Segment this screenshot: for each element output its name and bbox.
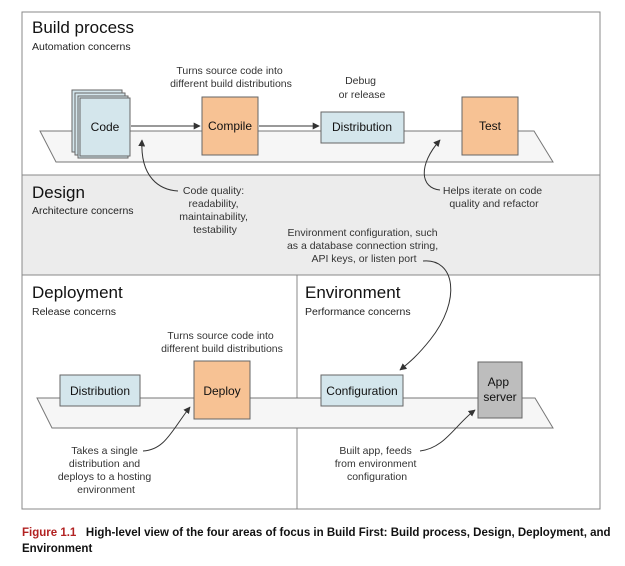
environment-subtitle: Performance concerns <box>305 306 411 318</box>
single-dist-note: Takes a single distribution and deploys … <box>58 445 154 496</box>
deployment-title: Deployment <box>32 283 123 302</box>
code-label: Code <box>91 120 120 134</box>
built-app-note: Built app, feeds from environment config… <box>335 445 420 483</box>
test-note: Helps iterate on code quality and refact… <box>443 185 545 210</box>
compile-note: Turns source code into different build d… <box>170 65 292 90</box>
caption-label: Figure 1.1 <box>22 527 77 539</box>
distribution-build-label: Distribution <box>332 120 392 134</box>
distribution-deploy-label: Distribution <box>70 384 130 398</box>
test-box <box>461 96 519 156</box>
distribution-build-box <box>320 111 405 144</box>
arrow-env-config <box>399 260 452 371</box>
arrow-single-dist <box>142 406 191 452</box>
app-server-label: App server <box>483 375 516 404</box>
build-title: Build process <box>32 18 134 37</box>
caption-text: High-level view of the four areas of foc… <box>22 527 611 555</box>
deployment-subtitle: Release concerns <box>32 306 116 318</box>
compile-label: Compile <box>208 119 252 133</box>
distribution-deploy-box <box>59 374 141 407</box>
deploy-label: Deploy <box>203 384 240 398</box>
test-label: Test <box>479 119 502 133</box>
deploy-note: Turns source code into different build d… <box>161 330 283 355</box>
design-subtitle: Architecture concerns <box>32 205 134 217</box>
configuration-box <box>320 374 404 407</box>
build-subtitle: Automation concerns <box>32 41 131 53</box>
design-band <box>22 175 600 275</box>
arrow-test-note <box>423 139 441 191</box>
arrow-built-app <box>419 409 476 452</box>
design-title: Design <box>32 183 85 202</box>
deploy-box <box>193 360 251 420</box>
diagram-frame <box>21 11 601 510</box>
arrow-code-quality <box>138 139 179 192</box>
compile-box <box>201 96 259 156</box>
app-server-box <box>477 361 523 419</box>
environment-title: Environment <box>305 283 401 302</box>
distribution-note: Debug or release <box>339 75 386 101</box>
figure-caption: Figure 1.1 High-level view of the four a… <box>22 525 622 557</box>
code-box <box>79 97 131 157</box>
env-config-note: Environment configuration, such as a dat… <box>287 227 441 265</box>
code-quality-note: Code quality: readability, maintainabili… <box>179 185 251 236</box>
configuration-label: Configuration <box>326 384 397 398</box>
